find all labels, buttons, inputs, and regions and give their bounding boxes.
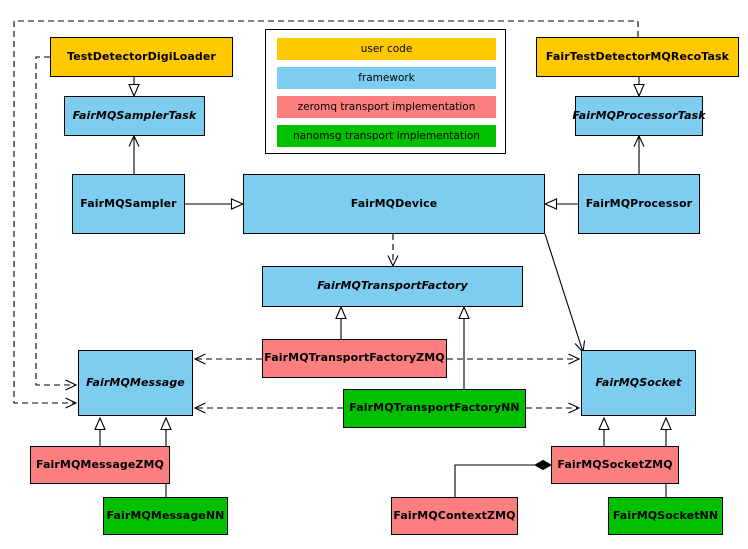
class-box-fairmqcontextzmq[interactable]: FairMQContextZMQ <box>391 497 518 535</box>
legend-panel: user code framework zeromq transport imp… <box>265 29 506 154</box>
class-label: FairMQSampler <box>80 196 177 210</box>
class-label: FairMQProcessorTask <box>572 108 706 122</box>
class-label: FairMQSocket <box>595 375 682 389</box>
class-label: FairMQDevice <box>350 196 438 210</box>
legend-item-zeromq: zeromq transport implementation <box>277 96 496 118</box>
legend-item-user-code: user code <box>277 38 496 60</box>
class-box-fairmqtransportfactoryzmq[interactable]: FairMQTransportFactoryZMQ <box>262 339 447 378</box>
class-box-fairmqsocketzmq[interactable]: FairMQSocketZMQ <box>551 446 679 484</box>
class-label: FairMQSocketNN <box>612 508 719 522</box>
class-label: TestDetectorDigiLoader <box>67 49 216 63</box>
class-box-fairmqmessage[interactable]: FairMQMessage <box>78 350 193 416</box>
class-box-fairmqdevice[interactable]: FairMQDevice <box>243 174 545 234</box>
class-label: FairMQMessageZMQ <box>36 457 164 471</box>
class-box-fairmqprocessor[interactable]: FairMQProcessor <box>578 174 700 234</box>
class-box-fairmqmessagenn[interactable]: FairMQMessageNN <box>103 497 228 535</box>
legend-label: zeromq transport implementation <box>297 101 476 113</box>
class-box-fairmqsocketnn[interactable]: FairMQSocketNN <box>608 497 723 535</box>
class-box-fairmqtransportfactorynn[interactable]: FairMQTransportFactoryNN <box>343 389 526 428</box>
legend-label: nanomsg transport implementation <box>293 130 480 142</box>
legend-item-framework: framework <box>277 67 496 89</box>
legend-item-nanomsg: nanomsg transport implementation <box>277 125 496 147</box>
class-label: FairMQTransportFactoryNN <box>349 401 520 415</box>
class-label: FairTestDetectorMQRecoTask <box>545 49 730 63</box>
class-label: FairMQSocketZMQ <box>557 457 673 471</box>
edge-device-to-socket <box>544 233 586 354</box>
class-label: FairMQSamplerTask <box>72 108 197 122</box>
class-box-fairtestdetectormqrecotask[interactable]: FairTestDetectorMQRecoTask <box>536 37 739 77</box>
class-box-fairmqsamplertask[interactable]: FairMQSamplerTask <box>64 96 205 136</box>
class-box-fairmqtransportfactory[interactable]: FairMQTransportFactory <box>262 266 523 307</box>
class-label: FairMQTransportFactory <box>317 279 468 293</box>
class-box-fairmqprocessortask[interactable]: FairMQProcessorTask <box>572 96 706 136</box>
class-box-testdetectordigiloader[interactable]: TestDetectorDigiLoader <box>50 37 233 77</box>
class-label: FairMQContextZMQ <box>393 508 516 522</box>
class-label: FairMQMessage <box>86 375 185 389</box>
edge-contextzmq-to-socketzmq <box>454 465 551 497</box>
class-box-fairmqmessagezmq[interactable]: FairMQMessageZMQ <box>30 446 170 484</box>
legend-label: framework <box>358 72 415 84</box>
legend-label: user code <box>360 43 413 55</box>
class-label: FairMQProcessor <box>585 196 693 210</box>
class-label: FairMQTransportFactoryZMQ <box>264 351 445 365</box>
class-box-fairmqsampler[interactable]: FairMQSampler <box>72 174 185 234</box>
class-box-fairmqsocket[interactable]: FairMQSocket <box>581 350 696 416</box>
class-label: FairMQMessageNN <box>106 508 225 522</box>
